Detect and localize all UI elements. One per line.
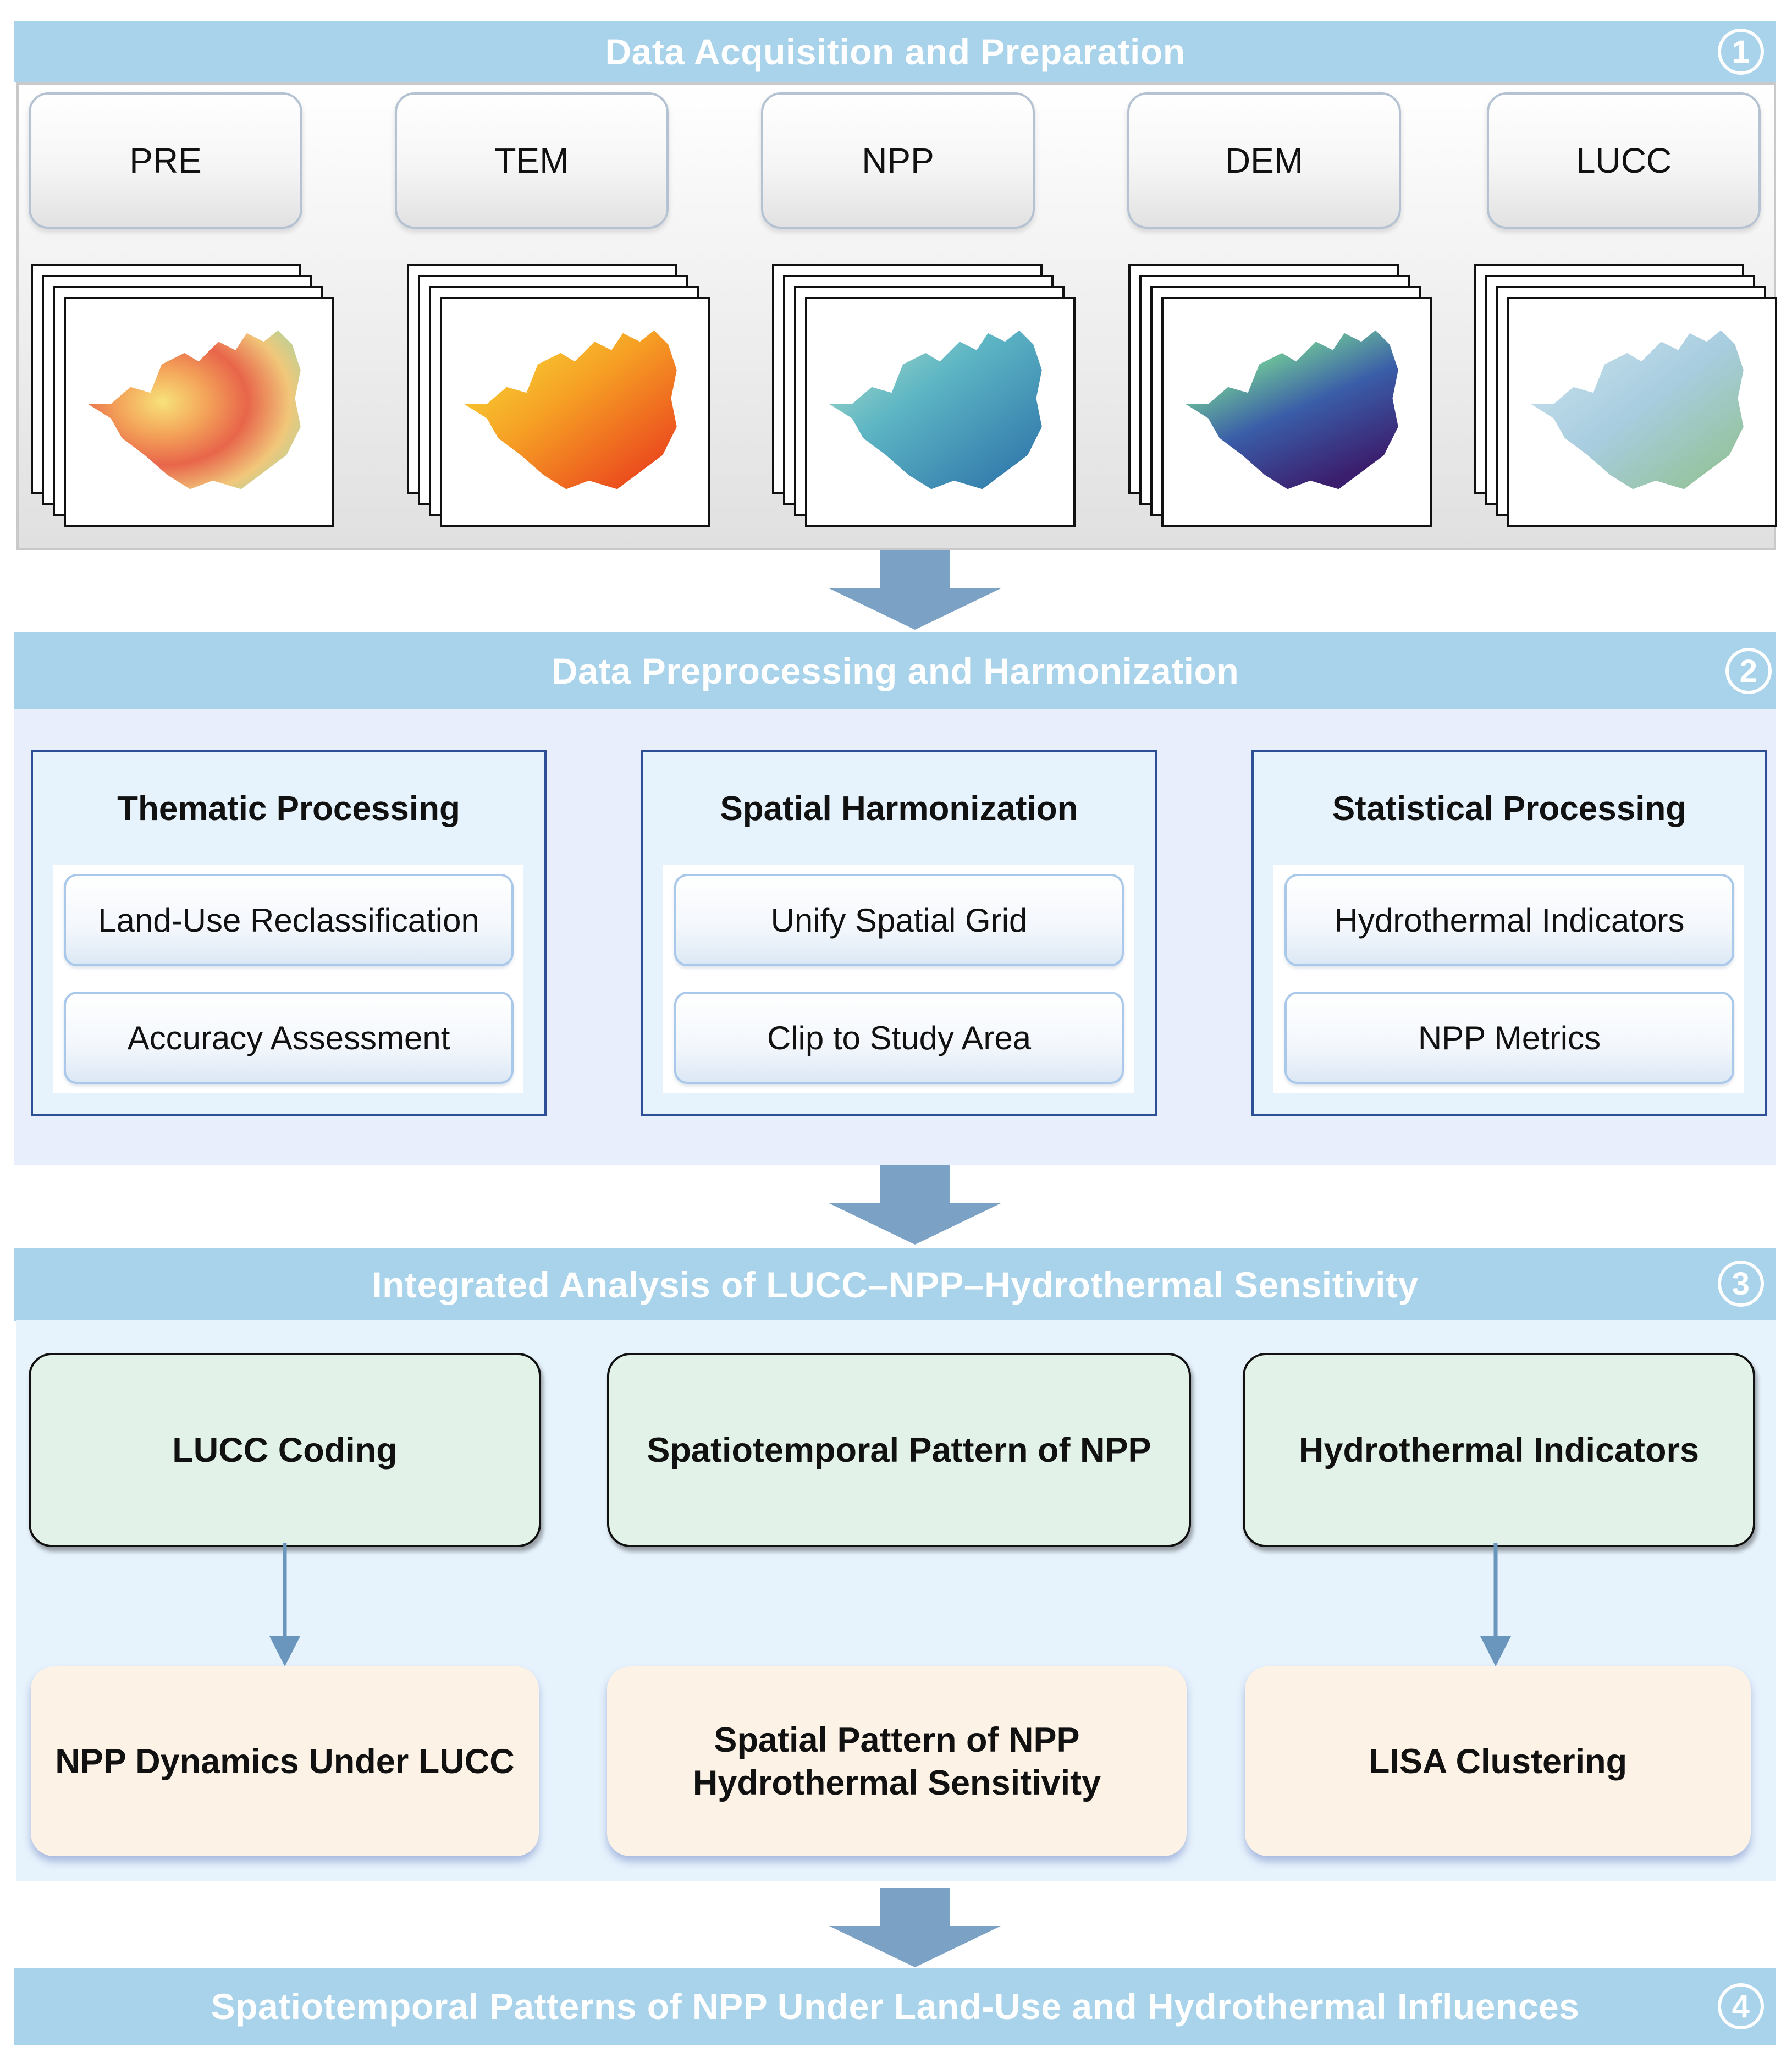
- group-title: Spatial Harmonization: [720, 790, 1078, 828]
- map-region-tem: [464, 330, 677, 489]
- flow-arrow-3-to-4: [829, 1888, 1001, 1967]
- dataset-tab-tem[interactable]: TEM: [395, 92, 669, 229]
- box-line-1: NPP Dynamics Under LUCC: [55, 1742, 515, 1781]
- group-spatial-harmonization: Spatial Harmonization Unify Spatial Grid…: [641, 750, 1157, 1116]
- section-3-header: Integrated Analysis of LUCC–NPP–Hydrothe…: [14, 1248, 1776, 1321]
- box-text: LISA Clustering: [1369, 1740, 1627, 1783]
- group-items: Hydrothermal Indicators NPP Metrics: [1273, 865, 1744, 1093]
- dataset-tab-npp[interactable]: NPP: [761, 92, 1035, 229]
- map-region-dem: [1186, 330, 1398, 489]
- lisa-clustering-box[interactable]: LISA Clustering: [1245, 1666, 1751, 1856]
- connector-arrow-hydrothermal: [1480, 1543, 1511, 1666]
- group-title: Thematic Processing: [117, 790, 460, 828]
- flow-arrow-2-to-3: [829, 1165, 1001, 1245]
- connector-arrow-lucc: [269, 1543, 300, 1666]
- hydrothermal-indicators-button[interactable]: Hydrothermal Indicators: [1284, 874, 1734, 966]
- dataset-label: LUCC: [1575, 141, 1672, 180]
- section-4-title: Spatiotemporal Patterns of NPP Under Lan…: [211, 1986, 1580, 2027]
- spatial-pattern-npp-sensitivity-box[interactable]: Spatial Pattern of NPP Hydrothermal Sens…: [607, 1666, 1187, 1856]
- group-title: Statistical Processing: [1332, 790, 1687, 828]
- map-thumbnail-dem: [1186, 330, 1398, 489]
- section-2-header: Data Preprocessing and Harmonization 2: [14, 632, 1776, 709]
- npp-dynamics-under-lucc-box[interactable]: NPP Dynamics Under LUCC: [31, 1666, 539, 1856]
- lucc-coding-box[interactable]: LUCC Coding: [29, 1353, 541, 1547]
- map-thumbnail-lucc: [1531, 330, 1744, 489]
- accuracy-assessment-button[interactable]: Accuracy Assessment: [64, 992, 514, 1084]
- section-2-number-badge: 2: [1725, 648, 1772, 694]
- section-2-title: Data Preprocessing and Harmonization: [551, 651, 1239, 691]
- unify-spatial-grid-button[interactable]: Unify Spatial Grid: [674, 874, 1124, 966]
- map-region-lucc: [1531, 330, 1744, 489]
- dataset-tab-lucc[interactable]: LUCC: [1487, 92, 1761, 229]
- section-4-number-badge: 4: [1718, 1983, 1764, 2029]
- dataset-tab-dem[interactable]: DEM: [1127, 92, 1401, 229]
- group-thematic-processing: Thematic Processing Land-Use Reclassific…: [31, 750, 547, 1116]
- hydrothermal-indicators-box[interactable]: Hydrothermal Indicators: [1243, 1353, 1755, 1547]
- box-text: NPP Dynamics Under LUCC: [55, 1740, 515, 1783]
- box-line-2: Hydrothermal Sensitivity: [692, 1763, 1101, 1802]
- group-statistical-processing: Statistical Processing Hydrothermal Indi…: [1251, 750, 1767, 1116]
- section-1-number-badge: 1: [1718, 29, 1764, 75]
- dataset-label: PRE: [129, 141, 202, 180]
- land-use-reclassification-button[interactable]: Land-Use Reclassification: [64, 874, 514, 966]
- box-line-1: LISA Clustering: [1368, 1742, 1628, 1781]
- map-thumbnail-npp: [829, 330, 1042, 489]
- dataset-label: TEM: [494, 141, 569, 180]
- map-region-pre: [88, 330, 301, 489]
- box-text: Spatial Pattern of NPP Hydrothermal Sens…: [693, 1719, 1101, 1804]
- section-1-header: Data Acquisition and Preparation 1: [14, 21, 1776, 82]
- dataset-tab-pre[interactable]: PRE: [29, 92, 302, 229]
- section-3-number-badge: 3: [1718, 1261, 1764, 1307]
- group-items: Unify Spatial Grid Clip to Study Area: [663, 865, 1134, 1093]
- section-3-title: Integrated Analysis of LUCC–NPP–Hydrothe…: [372, 1264, 1419, 1305]
- clip-to-study-area-button[interactable]: Clip to Study Area: [674, 992, 1124, 1084]
- npp-metrics-button[interactable]: NPP Metrics: [1284, 992, 1734, 1084]
- flow-arrow-1-to-2: [829, 550, 1001, 630]
- dataset-label: DEM: [1225, 141, 1304, 180]
- map-thumbnail-tem: [464, 330, 677, 489]
- group-items: Land-Use Reclassification Accuracy Asses…: [53, 865, 523, 1093]
- section-1-title: Data Acquisition and Preparation: [605, 31, 1186, 72]
- map-region-npp: [829, 330, 1042, 489]
- map-thumbnail-pre: [88, 330, 301, 489]
- dataset-label: NPP: [862, 141, 934, 180]
- spatiotemporal-pattern-npp-box[interactable]: Spatiotemporal Pattern of NPP: [607, 1353, 1191, 1547]
- section-4-header: Spatiotemporal Patterns of NPP Under Lan…: [14, 1968, 1776, 2045]
- box-line-1: Spatial Pattern of NPP: [714, 1720, 1080, 1759]
